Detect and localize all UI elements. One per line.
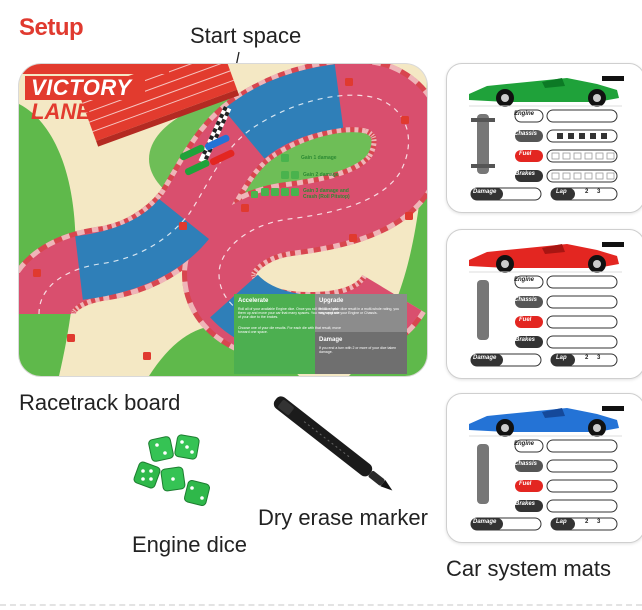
- engine-dice-label: Engine dice: [132, 532, 247, 557]
- engine-dice: [133, 434, 210, 506]
- upgrade-title: Upgrade: [319, 298, 344, 304]
- car-mat-red-graphic: [469, 242, 624, 367]
- mat-green-chassis-label: Chassis: [514, 131, 538, 137]
- damage-legend-2: Gain 2 damage: [303, 172, 339, 178]
- victory-lane-logo: VICTORY LANE: [25, 76, 145, 124]
- mat-red-lap-3: 3: [597, 355, 601, 361]
- mat-green-lap-2: 2: [585, 189, 589, 195]
- car-mat-blue-graphic: [469, 406, 624, 531]
- mat-red-chassis-label: Chassis: [514, 297, 538, 303]
- damage-legend-3: Gain 3 damage and Crash (Roll Pitstop): [303, 188, 350, 200]
- mat-blue-fuel-label: Fuel: [519, 481, 532, 487]
- logo-line-2: LANE: [31, 99, 91, 124]
- mat-green-brakes-label: Brakes: [515, 171, 536, 177]
- mat-green-lap-3: 3: [597, 189, 601, 195]
- upgrade-card: Upgrade If ALL of your dice result in a …: [319, 298, 403, 315]
- mat-green-engine-label: Engine: [514, 111, 535, 117]
- mat-blue-lap-3: 3: [597, 519, 601, 525]
- car-mat-green-graphic: [469, 76, 624, 201]
- start-space-label: Start space: [190, 23, 302, 48]
- mat-blue-engine-label: Engine: [514, 441, 535, 447]
- car-mat-green: [446, 63, 642, 213]
- red-car-icon: [469, 242, 624, 273]
- car-mat-red: [446, 229, 642, 379]
- car-mats-label: Car system mats: [446, 556, 612, 581]
- bottom-divider: [0, 604, 642, 606]
- car-mat-blue: [446, 393, 642, 543]
- mat-green-damage-label: Damage: [473, 189, 497, 195]
- mat-red-fuel-label: Fuel: [519, 317, 532, 323]
- dry-erase-marker: [273, 396, 393, 491]
- accelerate-text-2: Choose one of your die results. For each…: [238, 325, 341, 334]
- mat-red-lap-label: Lap: [556, 355, 567, 361]
- damage-legend-1: Gain 1 damage: [301, 155, 337, 161]
- green-car-icon: [469, 76, 624, 107]
- logo-line-1: VICTORY: [25, 76, 145, 100]
- accelerate-text: Roll all of your available Engine dice. …: [238, 307, 340, 320]
- damage-card: Damage If you end a turn with 2 or more …: [319, 337, 403, 354]
- damage-text: If you end a turn with 2 or more of your…: [319, 346, 397, 355]
- racetrack-board: VICTORY LANE Gain 1 damage Gain 2 damage…: [19, 64, 427, 376]
- mat-red-lap-2: 2: [585, 355, 589, 361]
- accelerate-card: Accelerate Roll all of your available En…: [238, 298, 342, 334]
- mat-blue-lap-2: 2: [585, 519, 589, 525]
- racetrack-label: Racetrack board: [19, 390, 181, 415]
- mat-blue-damage-label: Damage: [473, 519, 497, 525]
- mat-red-damage-label: Damage: [473, 355, 497, 361]
- mat-green-lap-label: Lap: [556, 189, 567, 195]
- mat-red-brakes-label: Brakes: [515, 337, 536, 343]
- mat-green-fuel-label: Fuel: [519, 151, 532, 157]
- damage-title: Damage: [319, 337, 343, 343]
- mat-red-engine-label: Engine: [514, 277, 535, 283]
- blue-car-icon: [469, 406, 624, 437]
- upgrade-text: If ALL of your dice result in a multi-wh…: [319, 307, 400, 316]
- marker-label: Dry erase marker: [258, 505, 428, 530]
- mat-blue-lap-label: Lap: [556, 519, 567, 525]
- mat-blue-brakes-label: Brakes: [515, 501, 536, 507]
- page-title: Setup: [19, 14, 84, 41]
- mat-blue-chassis-label: Chassis: [514, 461, 538, 467]
- accelerate-title: Accelerate: [238, 298, 269, 304]
